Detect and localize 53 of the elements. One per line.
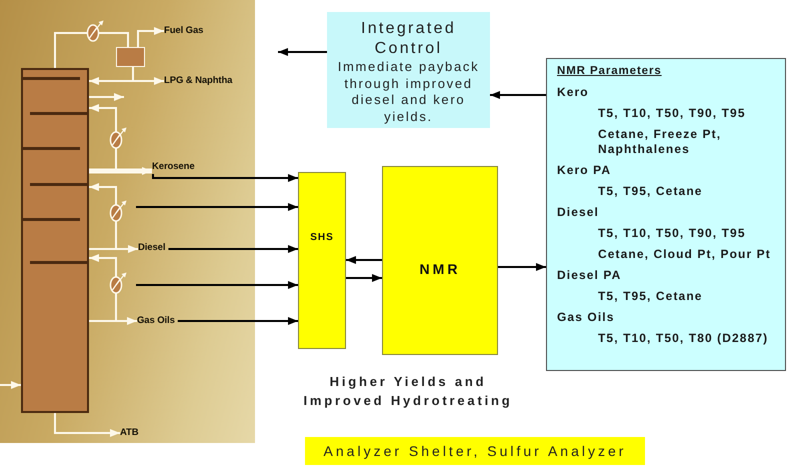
stream-label: ATB xyxy=(120,426,139,440)
block-label: NMR xyxy=(420,260,460,278)
parameter-list: T5, T10, T50, T80 (D2887) xyxy=(598,331,768,346)
arrow xyxy=(0,381,21,389)
drum-vessel xyxy=(116,47,145,67)
category-label: Gas Oils xyxy=(557,310,614,325)
block-label: SHS xyxy=(310,231,334,245)
panel-title: Integrated Control xyxy=(360,19,458,59)
connector-line xyxy=(54,32,129,68)
category-label: Kero xyxy=(557,85,589,100)
arrow xyxy=(346,256,382,264)
category-label: Kero PA xyxy=(557,163,612,178)
arrow xyxy=(89,67,134,85)
parameter-list: Cetane, Cloud Pt, Pour Pt xyxy=(598,247,771,262)
process-block xyxy=(382,166,498,355)
arrow xyxy=(54,413,120,437)
category-label: Diesel PA xyxy=(557,268,622,283)
process-block xyxy=(298,172,346,349)
parameter-panel xyxy=(546,58,786,371)
arrow xyxy=(278,48,327,56)
arrow xyxy=(137,27,164,47)
parameter-list: T5, T95, Cetane xyxy=(598,184,703,199)
panel-heading: NMR Parameters xyxy=(557,64,662,79)
arrow xyxy=(89,93,124,101)
arrow xyxy=(89,254,117,322)
info-panel xyxy=(327,12,490,128)
arrow xyxy=(136,203,298,211)
arrow xyxy=(152,174,298,182)
arrow xyxy=(89,245,138,253)
parameter-list: T5, T95, Cetane xyxy=(598,289,703,304)
arrow xyxy=(136,281,298,289)
arrow xyxy=(168,245,298,253)
stream-label: Gas Oils xyxy=(137,314,175,328)
category-label: Diesel xyxy=(557,205,599,220)
parameter-list: Cetane, Freeze Pt, Naphthalenes xyxy=(598,127,781,157)
panel-text: Immediate payback through improved diesel and kero yields. xyxy=(336,59,480,125)
highlight-bar xyxy=(305,437,645,465)
arrow xyxy=(498,263,546,271)
stream-label: Diesel xyxy=(138,241,166,255)
stream-label: Fuel Gas xyxy=(164,24,204,38)
banner-text: Analyzer Shelter, Sulfur Analyzer xyxy=(324,442,626,461)
arrow xyxy=(346,274,382,282)
stream-label: LPG & Naphtha xyxy=(164,74,232,88)
arrow xyxy=(89,183,117,250)
arrow xyxy=(490,91,546,99)
arrow xyxy=(178,317,298,325)
distillation-column xyxy=(21,68,89,413)
stream-label: Kerosene xyxy=(152,160,194,174)
arrow xyxy=(89,167,152,175)
note-text: Higher Yields and Improved Hydrotreating xyxy=(302,373,514,410)
arrow xyxy=(89,317,137,325)
parameter-list: T5, T10, T50, T90, T95 xyxy=(598,226,746,241)
parameter-list: T5, T10, T50, T90, T95 xyxy=(598,106,746,121)
